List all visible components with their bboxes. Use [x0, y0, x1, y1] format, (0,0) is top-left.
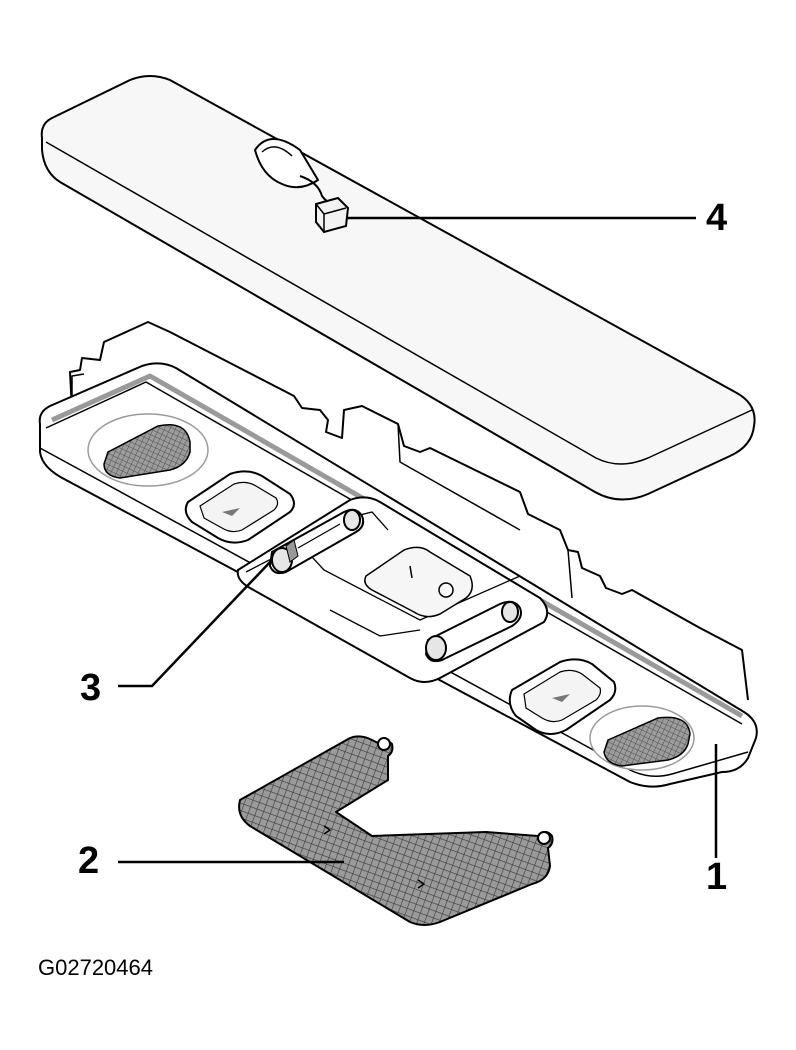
- mesh-grille-plate: [238, 735, 554, 926]
- figure-code-label: G02720464: [38, 955, 153, 980]
- leader-line-3: [118, 559, 273, 688]
- lens-cover-panel: [40, 75, 756, 501]
- festoon-bulb: [268, 508, 365, 575]
- right-switch-button: [508, 658, 617, 735]
- callout-label-1: 1: [706, 856, 728, 898]
- right-reading-lamp: [589, 705, 695, 771]
- left-switch-button: [184, 470, 295, 544]
- callout-label-2: 2: [78, 840, 100, 882]
- callout-label-4: 4: [706, 197, 728, 239]
- left-reading-lamp: [87, 413, 209, 487]
- second-festoon-bulb: [424, 600, 522, 663]
- wiring-connector: [315, 196, 350, 234]
- callout-label-3: 3: [80, 667, 102, 709]
